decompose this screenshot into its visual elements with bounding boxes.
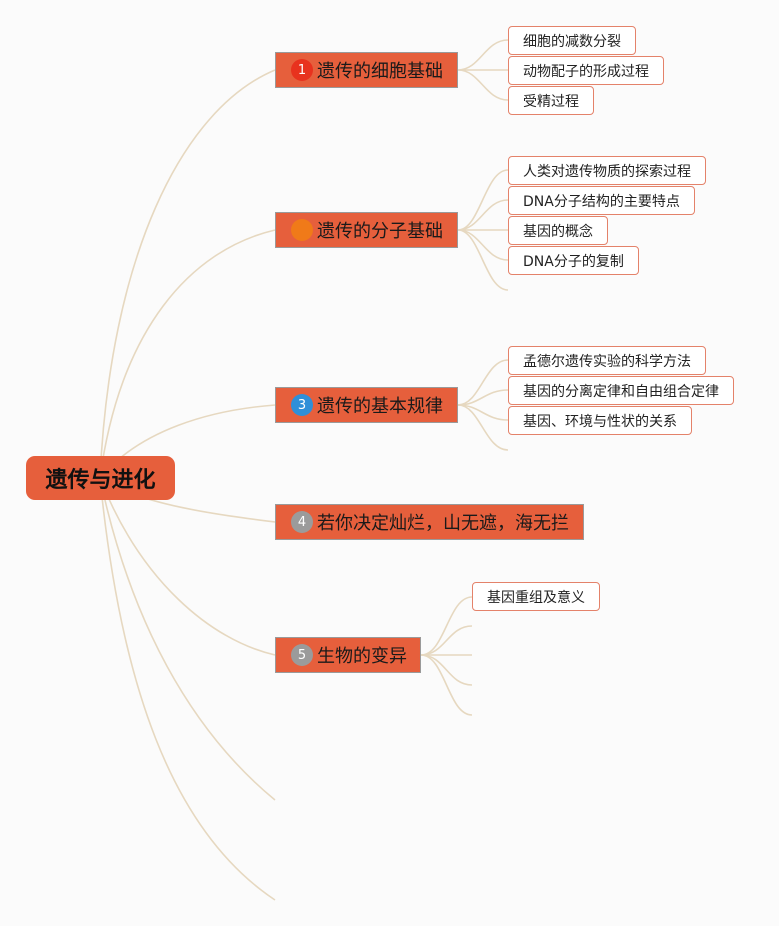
- leaf-topic[interactable]: 动物配子的形成过程: [508, 56, 664, 85]
- leaf-topic[interactable]: 细胞的减数分裂: [508, 26, 636, 55]
- number-1-icon: 1: [291, 59, 313, 81]
- leaf-topic[interactable]: 基因的分离定律和自由组合定律: [508, 376, 734, 405]
- number-3-icon: 3: [291, 394, 313, 416]
- leaf-topic[interactable]: DNA分子的复制: [508, 246, 639, 275]
- branch-topic-5[interactable]: 5 生物的变异: [275, 637, 421, 673]
- number-4-icon: 4: [291, 511, 313, 533]
- number-2-icon: [291, 219, 313, 241]
- branch-topic-2[interactable]: 遗传的分子基础: [275, 212, 458, 248]
- leaf-topic[interactable]: 基因的概念: [508, 216, 608, 245]
- branch-topic-4[interactable]: 4 若你决定灿烂，山无遮，海无拦: [275, 504, 584, 540]
- leaf-topic[interactable]: 基因、环境与性状的关系: [508, 406, 692, 435]
- leaf-topic[interactable]: 基因重组及意义: [472, 582, 600, 611]
- leaf-topic[interactable]: DNA分子结构的主要特点: [508, 186, 695, 215]
- branch-label: 遗传的细胞基础: [317, 61, 443, 82]
- branch-topic-1[interactable]: 1 遗传的细胞基础: [275, 52, 458, 88]
- branch-label: 遗传的分子基础: [317, 221, 443, 242]
- root-topic[interactable]: 遗传与进化: [26, 456, 175, 500]
- leaf-topic[interactable]: 受精过程: [508, 86, 594, 115]
- branch-topic-3[interactable]: 3 遗传的基本规律: [275, 387, 458, 423]
- branch-label: 若你决定灿烂，山无遮，海无拦: [317, 513, 569, 534]
- leaf-topic[interactable]: 人类对遗传物质的探索过程: [508, 156, 706, 185]
- leaf-topic[interactable]: 孟德尔遗传实验的科学方法: [508, 346, 706, 375]
- branch-label: 遗传的基本规律: [317, 396, 443, 417]
- branch-label: 生物的变异: [317, 646, 407, 667]
- number-5-icon: 5: [291, 644, 313, 666]
